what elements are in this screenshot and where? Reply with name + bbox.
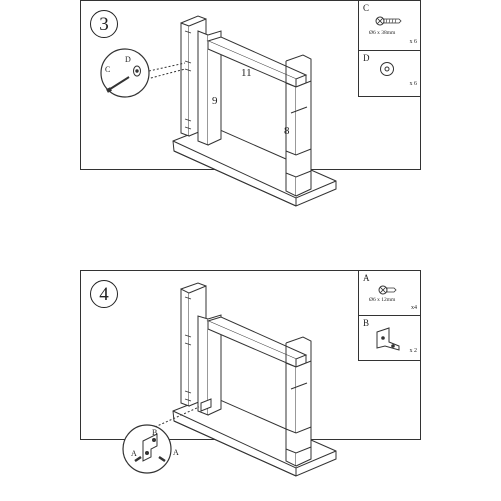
- step-3-panel: 3: [80, 0, 421, 207]
- detail-label-b: B: [152, 428, 158, 437]
- part-letter: D: [363, 53, 370, 63]
- part-letter: C: [363, 3, 370, 13]
- panel-label-9: 9: [212, 95, 218, 107]
- detail-label-a-right: A: [173, 448, 179, 457]
- step-number: 3: [90, 10, 118, 38]
- part-spec: Ø6 x 38mm: [369, 30, 396, 36]
- step-number: 4: [90, 280, 118, 308]
- screw-icon: [375, 16, 402, 26]
- part-letter: B: [363, 318, 370, 328]
- panel-label-11: 11: [241, 67, 252, 79]
- part-qty: x4: [411, 305, 417, 311]
- step-4-illustration: [122, 282, 337, 477]
- step-4-panel: 4: [80, 270, 421, 477]
- detail-label-c: C: [105, 65, 111, 74]
- step-3-illustration: [100, 15, 337, 207]
- part-qty: x 2: [409, 348, 418, 354]
- part-a-box: A Ø6 x 12mm x4: [358, 271, 420, 316]
- washer-icon: [380, 62, 394, 76]
- part-d-box: D x 6: [358, 51, 420, 97]
- bracket-icon: [376, 327, 400, 351]
- part-qty: x 6: [409, 39, 418, 45]
- part-letter: A: [363, 273, 370, 283]
- parts-list: C Ø6 x 38mm x 6 D: [358, 1, 420, 169]
- part-c-box: C Ø6 x 38mm x 6: [358, 1, 420, 51]
- part-qty: x 6: [409, 81, 418, 87]
- part-spec: Ø6 x 12mm: [369, 297, 396, 303]
- part-b-box: B x 2: [358, 316, 420, 361]
- panel-label-8: 8: [284, 125, 290, 137]
- screw-icon: [378, 285, 397, 295]
- parts-list: A Ø6 x 12mm x4 B x 2: [358, 271, 420, 439]
- detail-label-a-left: A: [131, 449, 137, 458]
- detail-label-d: D: [125, 55, 131, 64]
